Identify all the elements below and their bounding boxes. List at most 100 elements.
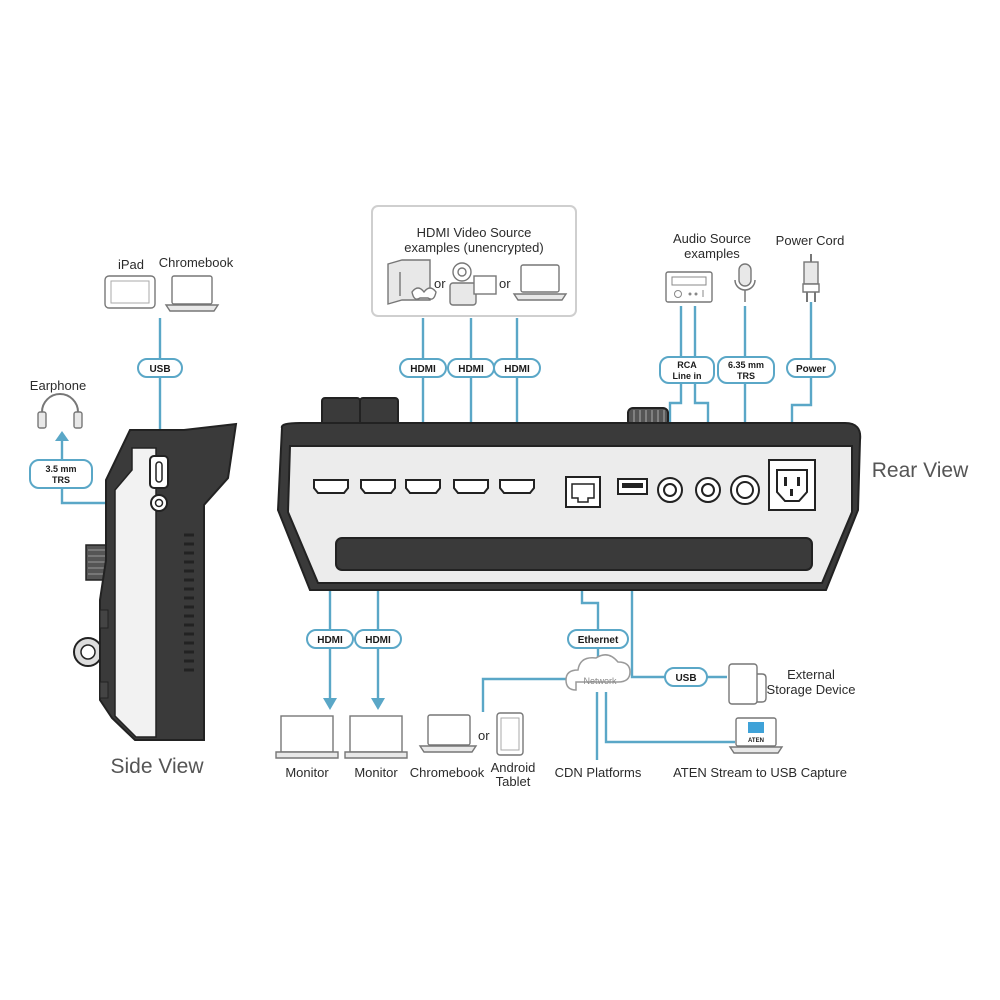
side-vent-fins [184, 533, 194, 672]
side-button-1 [99, 609, 109, 629]
tag-trs635-text-1: 6.35 mm [728, 360, 764, 370]
tag-hdmi-in3-text: HDMI [504, 364, 530, 375]
camcorder-icon [449, 262, 497, 306]
hdmi-source-title-2: examples (unencrypted) [404, 240, 543, 255]
tag-hdmi-in1-text: HDMI [410, 364, 436, 375]
tag-usb-top-text: USB [149, 364, 170, 375]
hdmi-in-port-1 [405, 479, 441, 494]
tag-hdmi-in3 [493, 358, 541, 378]
tag-trs635-text-2: TRS [737, 371, 755, 381]
power-pin-r [797, 477, 800, 486]
hdmi-source-group: HDMI Video Source examples (unencrypted)… [371, 205, 577, 317]
capture-label: ATEN Stream to USB Capture [673, 765, 847, 780]
trs635-port-inner [736, 481, 754, 499]
side-panel [114, 447, 157, 738]
tag-trs35-text-2: TRS [52, 475, 70, 485]
tag-rca-text-1: RCA [677, 360, 697, 370]
laptop-icon [512, 264, 568, 301]
storage-label-1: External [787, 667, 835, 682]
tag-usb-top [137, 358, 183, 378]
tag-hdmi-out1-text: HDMI [317, 635, 343, 646]
ipad-label: iPad [118, 257, 144, 272]
headphones-icon [37, 393, 83, 429]
aten-logo-box [748, 722, 764, 733]
hdmi-in-port-3 [499, 479, 535, 494]
side-earphone-jack-inner [154, 498, 164, 508]
usb-drive-icon [728, 663, 767, 705]
rear-hdmi-ports [313, 479, 535, 494]
android-label-2: Tablet [496, 774, 531, 789]
tag-power-text: Power [796, 364, 826, 375]
tag-usb-bottom-text: USB [675, 673, 696, 684]
hdmi-out-port-2 [360, 479, 396, 494]
capture-laptop-icon: ATEN [728, 717, 784, 754]
game-console-icon [387, 259, 437, 305]
tag-ethernet-text: Ethernet [578, 635, 619, 646]
capture-logo-text: ATEN [748, 738, 764, 744]
wire-network-capture [604, 692, 735, 744]
laptop-icon-top [164, 275, 220, 312]
tablet-icon [104, 275, 156, 309]
power-plug-icon [802, 254, 820, 302]
rear-view-device [276, 397, 862, 591]
source-or-2: or [499, 276, 511, 291]
tag-hdmi-out2 [354, 629, 402, 649]
rear-vent-slot [335, 537, 813, 571]
side-view-device [73, 422, 238, 741]
monitor-icon-2 [344, 715, 408, 759]
android-tablet-icon [496, 712, 524, 756]
wire-network-chromebook [481, 677, 575, 712]
ethernet-port-inner [571, 483, 595, 503]
power-pin-l [784, 477, 787, 486]
tag-hdmi-out1 [306, 629, 354, 649]
hdmi-out-port-1 [313, 479, 349, 494]
side-view-label: Side View [110, 755, 204, 778]
rear-view-label: Rear View [872, 459, 969, 482]
hdmi-source-title-1: HDMI Video Source [417, 225, 532, 240]
tag-rca-text-2: Line in [673, 371, 702, 381]
chromebook-label-bottom: Chromebook [410, 765, 485, 780]
tag-ethernet [567, 629, 629, 649]
source-or-1: or [434, 276, 446, 291]
tag-trs35 [29, 459, 93, 489]
cloud-icon [565, 654, 631, 691]
tag-hdmi-in2-text: HDMI [458, 364, 484, 375]
audio-title-1: Audio Source [673, 231, 751, 246]
rear-fader-knob-2 [359, 397, 399, 427]
rear-fader-knob-1 [321, 397, 361, 427]
radio-icon [665, 271, 713, 303]
rca-port-left-inner [663, 483, 677, 497]
power-socket-inner [776, 469, 808, 502]
audio-title-2: examples [684, 246, 740, 261]
hdmi-in-port-2 [453, 479, 489, 494]
power-pin-g [790, 489, 793, 496]
tag-hdmi-in1 [399, 358, 447, 378]
monitor-label-2: Monitor [354, 765, 398, 780]
laptop-icon-bottom [418, 714, 478, 753]
earphone-label: Earphone [30, 378, 86, 393]
arrow-hdmi-out1 [323, 698, 337, 710]
network-label: Network [583, 676, 617, 686]
android-label-1: Android [491, 760, 536, 775]
side-round-connector-inner [80, 644, 96, 660]
monitor-icon-1 [275, 715, 339, 759]
microphone-icon [734, 263, 756, 302]
rca-port-right-inner [701, 483, 715, 497]
side-button-2 [99, 681, 109, 699]
rear-dial-grip [633, 410, 665, 424]
arrow-hdmi-out2 [371, 698, 385, 710]
tags: USB 3.5 mm TRS HDMI HDMI HDMI RCA Line i… [29, 356, 836, 687]
storage-label-2: Storage Device [767, 682, 856, 697]
tag-hdmi-out2-text: HDMI [365, 635, 391, 646]
tag-trs635 [717, 356, 775, 384]
tag-usb-bottom [664, 667, 708, 687]
tag-trs35-text-1: 3.5 mm [45, 464, 76, 474]
chromebook-label-top: Chromebook [159, 255, 234, 270]
cdn-label: CDN Platforms [555, 765, 642, 780]
tag-rca [659, 356, 715, 384]
output-or: or [478, 728, 490, 743]
power-cord-label: Power Cord [776, 233, 845, 248]
side-usb-c-slot [155, 461, 163, 483]
arrow-earphone [55, 431, 69, 441]
